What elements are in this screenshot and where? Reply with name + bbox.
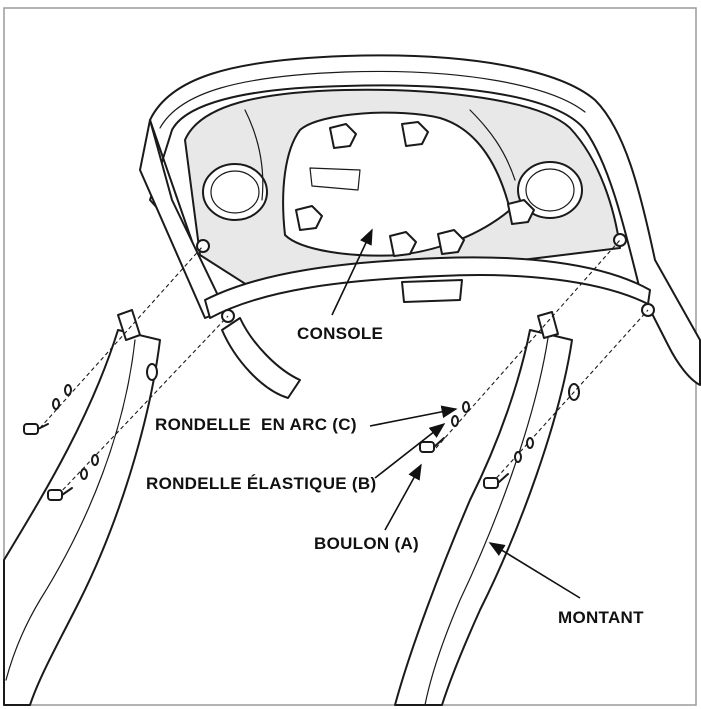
right-hardware <box>419 401 534 489</box>
console-assembly <box>139 54 701 399</box>
left-hardware <box>23 384 99 501</box>
washer-icon <box>52 398 60 410</box>
console-label: CONSOLE <box>297 324 383 343</box>
bolt-icon <box>47 487 73 501</box>
washer-icon <box>451 415 459 427</box>
washer-icon <box>526 437 534 449</box>
leader-arrows <box>331 228 581 599</box>
right-upright <box>394 311 580 706</box>
curved-washer-arrow <box>369 405 458 427</box>
washer-icon <box>91 454 99 466</box>
left-upright <box>3 309 161 706</box>
upright-arrow <box>488 542 581 599</box>
bolt-label: BOULON (A) <box>314 534 419 553</box>
curved-washer-label: RONDELLE EN ARC (C) <box>155 415 357 434</box>
bolt-icon <box>419 437 445 453</box>
washer-icon <box>462 401 470 413</box>
bolt-icon <box>23 423 49 435</box>
upright-label: MONTANT <box>558 608 644 627</box>
bolt-arrow <box>384 463 422 531</box>
lock-washer-label: RONDELLE ÉLASTIQUE (B) <box>146 474 376 493</box>
washer-icon <box>64 384 72 396</box>
washer-icon <box>80 468 88 480</box>
console-arrow <box>331 228 373 316</box>
lock-washer-arrow <box>374 423 446 479</box>
bolt-icon <box>483 473 509 489</box>
washer-icon <box>514 451 522 463</box>
